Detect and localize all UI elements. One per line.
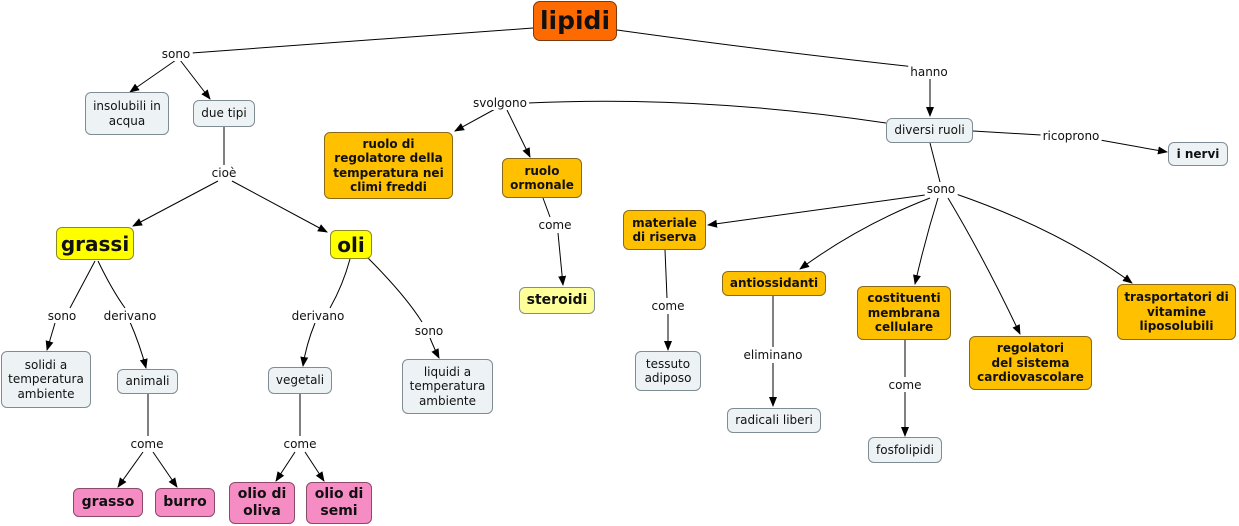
link-label-come: come bbox=[886, 378, 924, 392]
concept-trasportatori-di-vitamine-liposolubili[interactable]: trasportatori di vitamine liposolubili bbox=[1117, 284, 1236, 340]
arrow-sono-regolatori bbox=[947, 197, 1021, 335]
link-label-derivano: derivano bbox=[101, 309, 159, 323]
arrow-come-olio-semi bbox=[304, 451, 325, 482]
arrow-sono-due-tipi bbox=[179, 59, 211, 100]
arrow-svolgono-ruolo-regolatore bbox=[454, 107, 498, 132]
arrow-svolgono-ruolo-ormonale bbox=[506, 109, 531, 158]
line-diversi-ruoli-sono bbox=[929, 142, 941, 183]
arrow-cioe-oli bbox=[231, 180, 328, 233]
concept-grassi[interactable]: grassi bbox=[56, 227, 134, 260]
concept-tessuto-adiposo[interactable]: tessuto adiposo bbox=[635, 351, 701, 391]
concept-ruolo-ormonale[interactable]: ruolo ormonale bbox=[502, 158, 582, 198]
link-label-come: come bbox=[536, 218, 574, 232]
concept-vegetali[interactable]: vegetali bbox=[268, 367, 332, 394]
arrow-sono-liquidi bbox=[429, 337, 440, 359]
concept-animali[interactable]: animali bbox=[117, 369, 178, 394]
line-materiale-riserva-come bbox=[664, 249, 668, 299]
line-ruolo-ormonale-come bbox=[542, 197, 551, 218]
concept-i-nervi[interactable]: i nervi bbox=[1168, 142, 1228, 166]
concept-oli[interactable]: oli bbox=[330, 230, 372, 259]
arrow-derivano-vegetali bbox=[300, 322, 316, 367]
link-label-eliminano: eliminano bbox=[741, 348, 805, 362]
link-label-sono: sono bbox=[924, 182, 958, 196]
concept-costituenti-membrana-cellulare[interactable]: costituenti membrana cellulare bbox=[857, 286, 951, 340]
arrow-cioe-grassi bbox=[132, 180, 219, 227]
line-lipidi-sono bbox=[177, 27, 534, 55]
concept-grasso[interactable]: grasso bbox=[73, 488, 143, 517]
concept-fosfolipidi[interactable]: fosfolipidi bbox=[868, 437, 942, 463]
concept-olio-di-semi[interactable]: olio di semi bbox=[306, 482, 372, 524]
link-label-cioe: cioè bbox=[209, 166, 239, 180]
link-label-come: come bbox=[281, 437, 319, 451]
arrow-sono-solidi bbox=[45, 322, 56, 351]
concept-burro[interactable]: burro bbox=[155, 488, 215, 517]
arrow-sono-materiale-riserva bbox=[707, 194, 926, 228]
line-diversi-ruoli-ricoprono bbox=[972, 130, 1042, 136]
arrow-come-olio-oliva bbox=[275, 451, 296, 482]
arrow-sono-insolubili bbox=[129, 59, 177, 93]
concept-due-tipi[interactable]: due tipi bbox=[193, 100, 255, 127]
arrow-sono-trasportatori bbox=[955, 193, 1133, 284]
concept-antiossidanti[interactable]: antiossidanti bbox=[722, 271, 826, 296]
line-grassi-sono bbox=[69, 260, 96, 309]
concept-solidi-a-temperatura-ambiente[interactable]: solidi a temperatura ambiente bbox=[1, 351, 91, 408]
link-label-svolgono: svolgono bbox=[471, 96, 529, 110]
arrow-come-burro bbox=[152, 451, 178, 488]
concept-radicali-liberi[interactable]: radicali liberi bbox=[727, 408, 821, 433]
arrow-sono-costituenti bbox=[913, 197, 939, 285]
link-label-sono: sono bbox=[45, 309, 79, 323]
link-label-sono: sono bbox=[412, 324, 446, 338]
concept-liquidi-a-temperatura-ambiente[interactable]: liquidi a temperatura ambiente bbox=[402, 359, 493, 414]
concept-steroidi[interactable]: steroidi bbox=[519, 287, 595, 314]
link-label-sono: sono bbox=[159, 47, 193, 61]
link-label-come: come bbox=[649, 299, 687, 313]
concept-insolubili-in-acqua[interactable]: insolubili in acqua bbox=[85, 92, 169, 135]
link-label-hanno: hanno bbox=[908, 65, 950, 79]
concept-ruolo-di-regolatore-della-temperatura[interactable]: ruolo di regolatore della temperatura ne… bbox=[324, 132, 453, 199]
arrow-derivano-animali bbox=[129, 321, 148, 369]
concept-materiale-di-riserva[interactable]: materiale di riserva bbox=[623, 210, 706, 250]
arrow-sono-antiossidanti bbox=[799, 197, 931, 270]
concept-diversi-ruoli[interactable]: diversi ruoli bbox=[886, 118, 973, 143]
line-lipidi-hanno bbox=[616, 29, 916, 68]
line-oli-sono bbox=[367, 257, 423, 323]
line-oli-derivano bbox=[329, 258, 351, 309]
line-diversi-ruoli-svolgono bbox=[527, 100, 887, 124]
link-label-come: come bbox=[128, 437, 166, 451]
line-grassi-derivano bbox=[97, 260, 126, 309]
concept-regolatori-del-sistema-cardiovascolare[interactable]: regolatori del sistema cardiovascolare bbox=[969, 336, 1092, 390]
arrow-come-grasso bbox=[117, 451, 144, 488]
concept-olio-di-oliva[interactable]: olio di oliva bbox=[229, 482, 295, 524]
link-label-ricoprono: ricoprono bbox=[1040, 129, 1102, 143]
arrow-come-steroidi bbox=[557, 232, 567, 286]
link-label-derivano: derivano bbox=[289, 309, 347, 323]
concept-lipidi[interactable]: lipidi bbox=[533, 1, 617, 41]
arrow-ricoprono-i-nervi bbox=[1099, 139, 1168, 155]
